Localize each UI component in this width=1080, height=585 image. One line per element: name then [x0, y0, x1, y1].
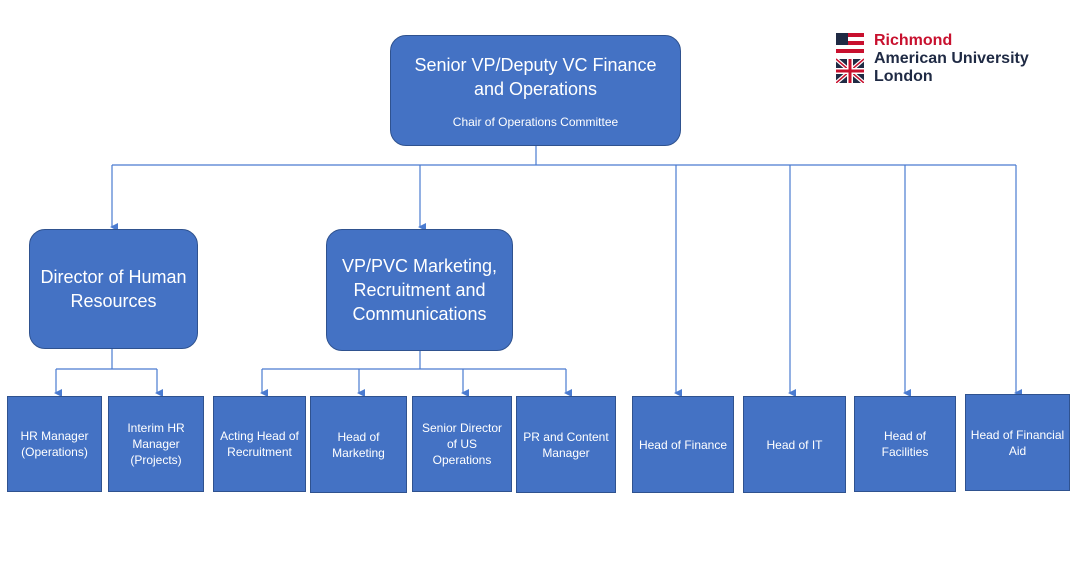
director-hr-label: Director of Human Resources	[40, 267, 187, 311]
pr-content-manager-label: PR and Content Manager	[523, 429, 609, 460]
logo-wordmark: Richmond American University London	[874, 32, 1029, 86]
vp-marketing-box: VP/PVC Marketing, Recruitment and Commun…	[326, 229, 513, 351]
senior-vp-box: Senior VP/Deputy VC Finance and Operatio…	[390, 35, 681, 146]
head-finance-box: Head of Finance	[632, 396, 734, 493]
pr-content-manager-box: PR and Content Manager	[516, 396, 616, 493]
head-facilities-label: Head of Facilities	[881, 429, 929, 459]
head-it-label: Head of IT	[766, 437, 823, 452]
head-it-box: Head of IT	[743, 396, 846, 493]
logo-line-richmond: Richmond	[874, 32, 953, 49]
hr-manager-operations-box: HR Manager (Operations)	[7, 396, 102, 492]
interim-hr-manager-label: Interim HR Manager (Projects)	[127, 421, 185, 467]
logo-line-london: London	[874, 68, 933, 85]
interim-hr-manager-box: Interim HR Manager (Projects)	[108, 396, 204, 492]
senior-vp-title: Senior VP/Deputy VC Finance and Operatio…	[414, 54, 657, 99]
head-financial-aid-label: Head of Financial Aid	[970, 427, 1065, 458]
acting-head-recruitment-label: Acting Head of Recruitment	[220, 429, 299, 459]
head-finance-label: Head of Finance	[638, 437, 728, 452]
acting-head-recruitment-box: Acting Head of Recruitment	[213, 396, 306, 492]
head-marketing-box: Head of Marketing	[310, 396, 407, 493]
university-logo: Richmond American University London	[836, 32, 1066, 86]
flag-icon	[836, 33, 864, 83]
director-hr-box: Director of Human Resources	[29, 229, 198, 349]
senior-vp-subtitle: Chair of Operations Committee	[452, 114, 619, 129]
senior-director-us-ops-box: Senior Director of US Operations	[412, 396, 512, 492]
vp-marketing-label: VP/PVC Marketing, Recruitment and Commun…	[341, 256, 498, 324]
head-marketing-label: Head of Marketing	[332, 429, 385, 460]
senior-director-us-ops-label: Senior Director of US Operations	[421, 421, 503, 467]
logo-line-american-university: American University	[874, 50, 1029, 67]
head-facilities-box: Head of Facilities	[854, 396, 956, 492]
head-financial-aid-box: Head of Financial Aid	[965, 394, 1070, 491]
hr-manager-operations-label: HR Manager (Operations)	[20, 429, 89, 459]
